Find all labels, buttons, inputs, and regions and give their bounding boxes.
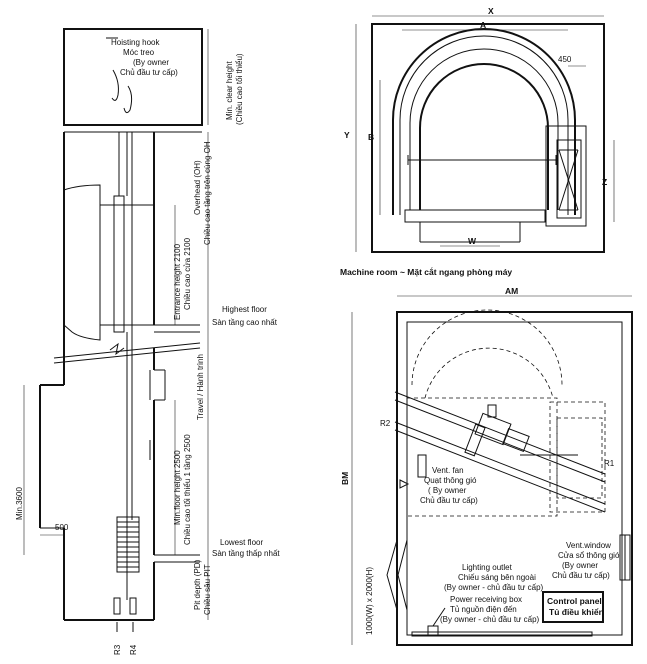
- control-panel-box: [542, 591, 604, 623]
- machine-rail-top: [394, 391, 606, 475]
- entrance-height-label: Entrance height 2100: [173, 243, 182, 320]
- control-panel-label-vi: Tủ điều khiển: [549, 607, 604, 617]
- dim-am-label: AM: [505, 286, 518, 296]
- power-box-label-vi: Tủ nguồn điện đến: [450, 605, 517, 614]
- r3-label: R3: [113, 644, 122, 655]
- shaft-section: Hoisting hook Móc treo (By owner Chủ đầu…: [15, 28, 280, 655]
- elevator-car: [99, 204, 155, 326]
- control-panel-label: Control panel: [547, 596, 602, 606]
- hoisting-hook-icon: [111, 69, 119, 101]
- overhead-label: Overhead (OH): [193, 160, 202, 215]
- entrance-height-label-vi: Chiều cao cửa 2100: [183, 237, 192, 310]
- machine-rail-bottom: [394, 421, 606, 505]
- vent-fan-icon: [417, 454, 427, 478]
- lowest-floor-label: Lowest floor: [220, 538, 263, 547]
- dim-500-label: 500: [55, 523, 69, 532]
- lighting-outlet-label-vi: Chiếu sáng bên ngoài: [458, 573, 536, 582]
- hoisting-hook-owner: (By owner: [133, 58, 169, 67]
- vent-window-owner-vi: Chủ đầu tư cấp): [552, 571, 610, 580]
- min-floor-height-label: Min.floor height 2500: [173, 450, 182, 525]
- dim-a-label: A: [480, 20, 486, 30]
- power-box-owner: (By owner - chủ đầu tư cấp): [440, 615, 540, 624]
- dim-b-label: B: [368, 132, 374, 142]
- highest-floor-label: Highest floor: [222, 305, 267, 314]
- buffer-right: [129, 597, 137, 615]
- dim-y-label: Y: [344, 130, 350, 140]
- lighting-outlet-owner: (By owner - chủ đầu tư cấp): [444, 583, 544, 592]
- traction-motor: [474, 412, 512, 446]
- vent-window-label-vi: Cửa sổ thông gió: [558, 551, 620, 560]
- lowest-floor-label-vi: Sàn tầng thấp nhất: [212, 549, 280, 558]
- min-floor-height-label-vi: Chiều cao tối thiểu 1 tầng 2500: [183, 434, 192, 545]
- hoisting-hook-label-vi: Móc treo: [123, 48, 155, 57]
- hoisting-hook-label: Hoisting hook: [111, 38, 160, 47]
- vent-fan-owner: ( By owner: [428, 486, 467, 495]
- vent-fan-label-vi: Quạt thông gió: [424, 476, 477, 485]
- dim-x-label: X: [488, 6, 494, 16]
- r4-label: R4: [129, 644, 138, 655]
- r2-label: R2: [380, 419, 391, 428]
- vent-fan-label: Vent. fan: [432, 466, 464, 475]
- travel-label: Travel / Hành trình: [196, 354, 205, 420]
- min-clear-height-label-vi: (Chiều cao tối thiểu): [235, 53, 244, 125]
- pit-depth-label: Pit depth (PD): [193, 559, 202, 610]
- machine-room-caption: Machine room ~ Mặt cắt ngang phòng máy: [340, 266, 512, 277]
- min-3600-label: Min.3600: [15, 487, 24, 520]
- counterweight: [116, 516, 140, 573]
- vent-window-label: Vent.window: [566, 541, 611, 550]
- buffer-left: [113, 597, 121, 615]
- lighting-outlet-label: Lighting outlet: [462, 563, 513, 572]
- vent-fan-owner-vi: Chủ đầu tư cấp): [420, 496, 478, 505]
- pit-depth-label-vi: Chiều sâu PIT: [203, 564, 212, 615]
- machine-room-layout: AM BM R2 R1 Vent. fan Quạt thông gió ( B…: [340, 286, 633, 646]
- power-box-icon: [427, 625, 439, 636]
- highest-floor-label-vi: Sàn tầng cao nhất: [212, 318, 278, 327]
- dim-w-label: W: [468, 236, 477, 246]
- door-dim-label: 1000(W) x 2000(H): [365, 567, 374, 635]
- hoisting-hook-owner-vi: Chủ đầu tư cấp): [120, 68, 178, 77]
- dim-z-label: Z: [602, 177, 607, 187]
- dim-450-label: 450: [558, 55, 572, 64]
- machine-room-plan: X A 450 Y B Z W Machine room ~ Mặt cắt n…: [340, 6, 615, 277]
- machine-room-outline: [371, 23, 605, 253]
- dim-bm-label: BM: [340, 472, 350, 485]
- overhead-label-vi: Chiều cao tầng trên cùng OH: [203, 141, 212, 245]
- min-clear-height-label: Min. clear height: [225, 61, 234, 120]
- power-box-label: Power receiving box: [450, 595, 522, 604]
- r1-label: R1: [604, 459, 615, 468]
- entrance-door: [386, 539, 398, 611]
- vent-window-owner: (By owner: [562, 561, 598, 570]
- room-wall-outer: [396, 311, 633, 646]
